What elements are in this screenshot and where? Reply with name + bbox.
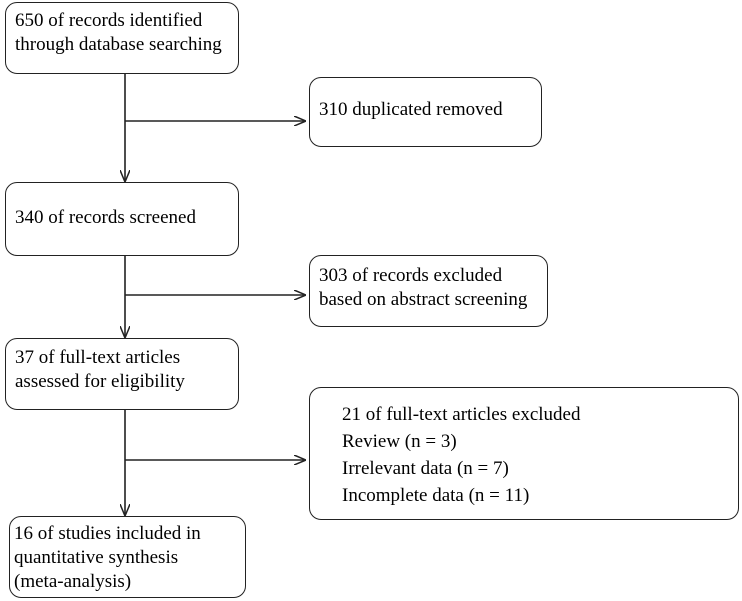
abstract-excluded-box: 303 of records excluded based on abstrac… bbox=[309, 255, 548, 327]
studies-included-line-2: quantitative synthesis bbox=[14, 547, 179, 568]
records-screened-box: 340 of records screened bbox=[5, 182, 239, 256]
duplicates-removed-text: 310 duplicated removed bbox=[319, 99, 503, 120]
fulltext-excluded-box: 21 of full-text articles excluded Review… bbox=[309, 387, 739, 520]
studies-included-line-1: 16 of studies included in bbox=[14, 523, 201, 544]
studies-included-box: 16 of studies included in quantitative s… bbox=[9, 516, 246, 598]
records-screened-text: 340 of records screened bbox=[15, 207, 196, 228]
exclusion-reason-irrelevant: Irrelevant data (n = 7) bbox=[342, 458, 509, 479]
exclusion-reason-review: Review (n = 3) bbox=[342, 431, 457, 452]
abstract-excluded-line-2: based on abstract screening bbox=[319, 289, 528, 310]
exclusion-reason-incomplete: Incomplete data (n = 11) bbox=[342, 485, 530, 506]
studies-included-line-3: (meta-analysis) bbox=[14, 571, 132, 592]
abstract-excluded-line-1: 303 of records excluded bbox=[319, 265, 503, 286]
eligibility-line-2: assessed for eligibility bbox=[15, 371, 185, 392]
duplicates-removed-box: 310 duplicated removed bbox=[309, 77, 542, 147]
records-identified-line-2: through database searching bbox=[15, 34, 222, 55]
eligibility-box: 37 of full-text articles assessed for el… bbox=[5, 338, 239, 410]
records-identified-box: 650 of records identified through databa… bbox=[5, 2, 239, 74]
records-identified-line-1: 650 of records identified bbox=[15, 10, 203, 31]
fulltext-excluded-title: 21 of full-text articles excluded bbox=[342, 404, 581, 425]
eligibility-line-1: 37 of full-text articles bbox=[15, 347, 181, 368]
